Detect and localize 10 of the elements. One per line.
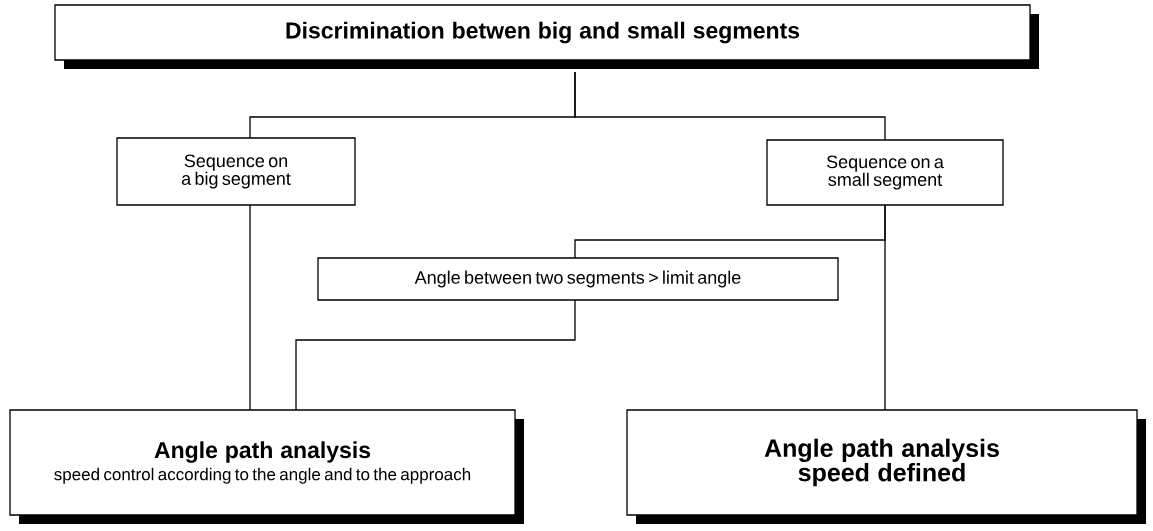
connector-line xyxy=(295,299,576,411)
process-box: Discrimination betwen big and small segments xyxy=(54,4,1039,69)
connector-line xyxy=(574,71,886,141)
connector-line xyxy=(574,204,886,259)
process-box: Angle between two segments > limit angle xyxy=(317,257,839,301)
process-box: Sequence on a big segment xyxy=(116,137,356,206)
process-box: Sequence on a small segment xyxy=(766,139,1004,206)
process-box: Angle path analysis speed defined xyxy=(626,409,1146,524)
process-box: Angle path analysis speed control according to the angle and to the approach xyxy=(9,409,524,524)
connector-line xyxy=(249,204,251,411)
